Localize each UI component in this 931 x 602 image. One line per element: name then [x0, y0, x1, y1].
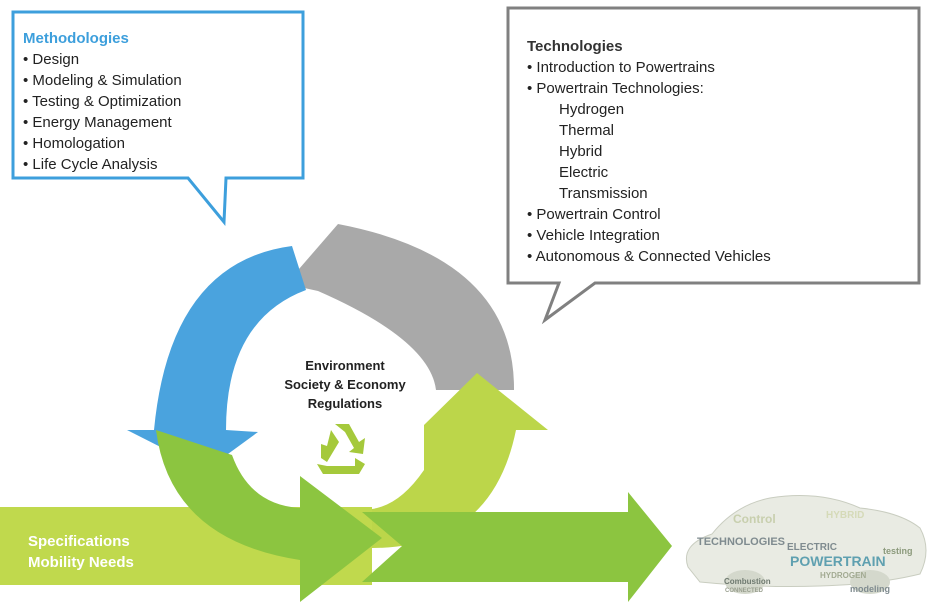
blue-cycle-arrow — [127, 246, 306, 470]
technologies-item: • Vehicle Integration — [527, 227, 660, 244]
center-line-regulations: Regulations — [307, 396, 383, 411]
technologies-subitem: Hybrid — [559, 143, 603, 160]
methodologies-item: • Design — [23, 51, 80, 68]
methodologies-item: • Testing & Optimization — [23, 93, 182, 110]
technologies-callout-box — [506, 6, 921, 325]
word-cloud-word: Combustion — [724, 577, 771, 586]
gray-cycle-arrow — [286, 224, 515, 390]
methodologies-title: Methodologies — [23, 30, 129, 47]
technologies-subitem: Electric — [559, 164, 609, 181]
technologies-callout: Technologies • Introduction to Powertrai… — [527, 36, 771, 267]
word-cloud-word: testing — [883, 546, 913, 556]
methodologies-item: • Modeling & Simulation — [23, 72, 182, 89]
word-cloud-word: POWERTRAIN — [790, 553, 886, 569]
word-cloud-word: Control — [733, 512, 776, 526]
word-cloud-word: TECHNOLOGIES — [697, 536, 786, 548]
methodologies-item: • Energy Management — [23, 114, 172, 131]
word-cloud-car-wheel-left — [725, 570, 765, 594]
center-label: Environment Society & Economy Regulation… — [270, 356, 420, 413]
mobility-needs-line: Mobility Needs — [28, 554, 134, 571]
word-cloud-word: modeling — [850, 584, 890, 594]
recycle-icon — [317, 424, 365, 474]
center-line-environment: Environment — [305, 358, 385, 373]
light-green-cycle-arrow — [372, 373, 548, 548]
technologies-list: • Introduction to Powertrains • Powertra… — [527, 57, 771, 267]
center-line-society: Society & Economy — [284, 377, 406, 392]
word-cloud-car-wheel-right — [850, 570, 890, 594]
methodologies-list: • Design • Modeling & Simulation • Testi… — [23, 49, 182, 175]
technologies-item: • Autonomous & Connected Vehicles — [527, 248, 771, 265]
technologies-item: • Powertrain Technologies: — [527, 80, 704, 97]
word-cloud-word: HYBRID — [826, 510, 865, 521]
green-output-arrow — [156, 430, 382, 602]
word-cloud-car — [686, 495, 927, 587]
methodologies-item: • Homologation — [23, 135, 125, 152]
word-cloud-word: CONNECTED — [725, 588, 764, 594]
methodologies-item: • Life Cycle Analysis — [23, 156, 158, 173]
methodologies-callout-box — [11, 10, 305, 226]
word-cloud-word: HYDROGEN — [820, 571, 867, 580]
technologies-subitem: Thermal — [559, 122, 615, 139]
methodologies-callout: Methodologies • Design • Modeling & Simu… — [23, 28, 182, 175]
word-cloud-word: ELECTRIC — [787, 542, 837, 553]
technologies-subitem: Hydrogen — [559, 101, 625, 118]
technologies-subitem: Transmission — [559, 185, 648, 202]
technologies-item: • Powertrain Control — [527, 206, 661, 223]
technologies-title: Technologies — [527, 38, 623, 55]
green-output-arrow-body — [362, 492, 672, 602]
specifications-line: Specifications — [28, 533, 130, 550]
technologies-item: • Introduction to Powertrains — [527, 59, 715, 76]
specifications-label: Specifications Mobility Needs — [28, 531, 134, 573]
